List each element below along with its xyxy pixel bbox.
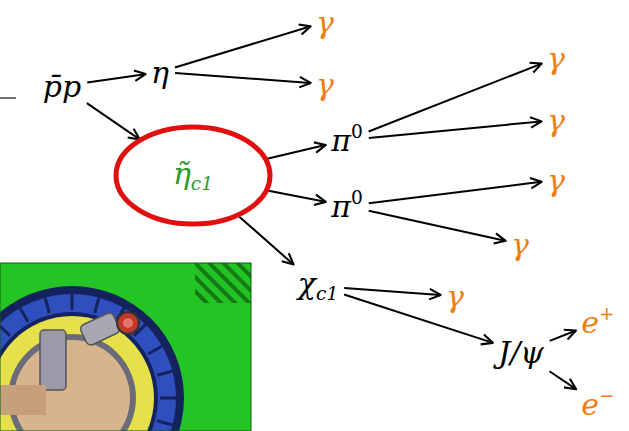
particle-label: p̄p <box>39 68 85 105</box>
particle-name: η̃c1 <box>173 157 213 194</box>
decay-arrow <box>87 74 145 82</box>
particle-name: χc1 <box>298 267 338 304</box>
particle-name: γ <box>316 6 334 39</box>
decay-arrow <box>87 103 139 139</box>
decay-arrow <box>344 294 492 342</box>
particle-name: γ <box>446 280 464 313</box>
particle-name: π0 <box>331 188 363 223</box>
particle-name: γ <box>316 68 334 101</box>
detector-panel <box>0 263 251 431</box>
particle-label: J/ψ <box>494 334 548 371</box>
particle-label: χc1 <box>294 265 342 306</box>
decay-arrow <box>239 217 293 264</box>
particle-label: e− <box>577 384 618 423</box>
decay-arrow <box>267 145 325 159</box>
decay-arrow <box>550 331 576 341</box>
particle-label: e+ <box>577 302 618 341</box>
decay-arrow <box>369 121 541 137</box>
decay-arrow <box>269 191 326 202</box>
decay-arrow <box>175 27 310 68</box>
particle-name: e− <box>581 386 614 421</box>
particle-name: γ <box>511 228 529 261</box>
decay-arrow <box>369 64 542 132</box>
particle-label: γ <box>543 102 569 139</box>
decay-arrow <box>549 371 575 389</box>
decay-arrow <box>344 288 440 295</box>
decay-arrow <box>175 73 310 83</box>
particle-name: γ <box>547 42 565 75</box>
particle-name: π0 <box>331 122 363 157</box>
highlight-ellipse: η̃c1 <box>113 124 273 227</box>
particle-label: γ <box>312 4 338 41</box>
particle-name: J/ψ <box>498 336 544 369</box>
particle-label: η <box>147 54 173 91</box>
beam-line <box>0 97 16 99</box>
particle-label: γ <box>543 162 569 199</box>
particle-label: π0 <box>327 120 367 159</box>
particle-name: γ <box>547 104 565 137</box>
particle-name: η <box>151 56 169 89</box>
particle-name: e+ <box>581 304 614 339</box>
decay-arrow <box>369 182 541 203</box>
decay-arrow <box>369 211 505 241</box>
particle-label: γ <box>507 226 533 263</box>
particle-label: π0 <box>327 186 367 225</box>
particle-name: γ <box>547 164 565 197</box>
particle-label: γ <box>543 40 569 77</box>
particle-label: γ <box>312 66 338 103</box>
particle-label: γ <box>442 278 468 315</box>
particle-name: p̄p <box>43 70 81 103</box>
